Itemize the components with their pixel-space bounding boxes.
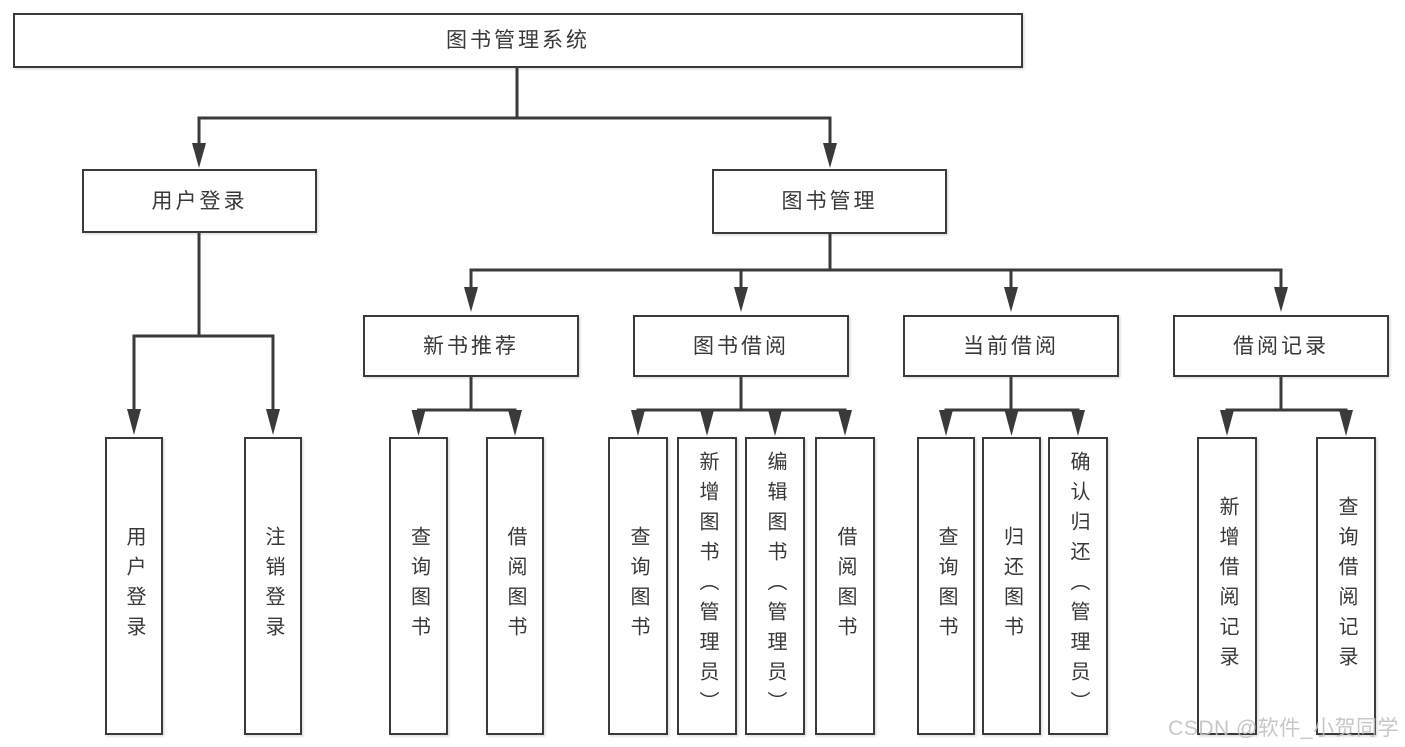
node-root: 图书管理系统 xyxy=(13,13,1023,68)
leaf-current-query: 查询图书 xyxy=(917,437,975,735)
leaf-records-add-label: 新增借阅记录 xyxy=(1216,496,1238,676)
watermark: CSDN @软件_小贺同学 xyxy=(1168,717,1399,740)
leaf-borrow-book-label: 借阅图书 xyxy=(834,526,856,646)
node-book-management: 图书管理 xyxy=(712,169,947,234)
leaf-borrow-add-book-label: 新增图书（管理员） xyxy=(696,451,718,721)
leaf-current-query-label: 查询图书 xyxy=(935,526,957,646)
node-book-borrow: 图书借阅 xyxy=(633,315,849,377)
leaf-newbooks-query-label: 查询图书 xyxy=(407,526,430,646)
node-borrow-records: 借阅记录 xyxy=(1173,315,1389,377)
leaf-current-confirm-return-label: 确认归还（管理员） xyxy=(1067,451,1089,721)
node-current-borrow: 当前借阅 xyxy=(903,315,1119,377)
node-book-borrow-label: 图书借阅 xyxy=(693,334,789,358)
leaf-user-login: 用户登录 xyxy=(105,437,163,735)
leaf-current-confirm-return: 确认归还（管理员） xyxy=(1048,437,1108,735)
leaf-borrow-book: 借阅图书 xyxy=(815,437,875,735)
node-new-book-recommend: 新书推荐 xyxy=(363,315,579,377)
leaf-borrow-add-book: 新增图书（管理员） xyxy=(677,437,737,735)
leaf-records-query-label: 查询借阅记录 xyxy=(1335,496,1357,676)
leaf-records-add: 新增借阅记录 xyxy=(1197,437,1257,735)
leaf-borrow-edit-book: 编辑图书（管理员） xyxy=(745,437,805,735)
leaf-newbooks-borrow-label: 借阅图书 xyxy=(504,526,526,646)
node-user-login: 用户登录 xyxy=(82,169,317,233)
node-book-management-label: 图书管理 xyxy=(781,190,878,213)
leaf-user-login-label: 用户登录 xyxy=(123,526,145,646)
node-user-login-label: 用户登录 xyxy=(151,189,248,213)
arrowheads xyxy=(127,143,1353,436)
leaf-logout: 注销登录 xyxy=(244,437,302,735)
connector-path xyxy=(132,68,1348,412)
leaf-borrow-query-label: 查询图书 xyxy=(627,526,649,646)
leaf-borrow-query: 查询图书 xyxy=(608,437,668,735)
node-new-book-recommend-label: 新书推荐 xyxy=(423,334,519,358)
node-borrow-records-label: 借阅记录 xyxy=(1233,334,1329,358)
leaf-borrow-edit-book-label: 编辑图书（管理员） xyxy=(764,451,786,721)
leaf-newbooks-borrow: 借阅图书 xyxy=(486,437,544,735)
leaf-newbooks-query: 查询图书 xyxy=(389,437,448,735)
leaf-current-return: 归还图书 xyxy=(982,437,1041,735)
leaf-records-query: 查询借阅记录 xyxy=(1316,437,1376,735)
leaf-current-return-label: 归还图书 xyxy=(1000,526,1023,646)
node-root-label: 图书管理系统 xyxy=(446,29,590,52)
node-current-borrow-label: 当前借阅 xyxy=(963,334,1059,358)
leaf-logout-label: 注销登录 xyxy=(262,526,284,646)
